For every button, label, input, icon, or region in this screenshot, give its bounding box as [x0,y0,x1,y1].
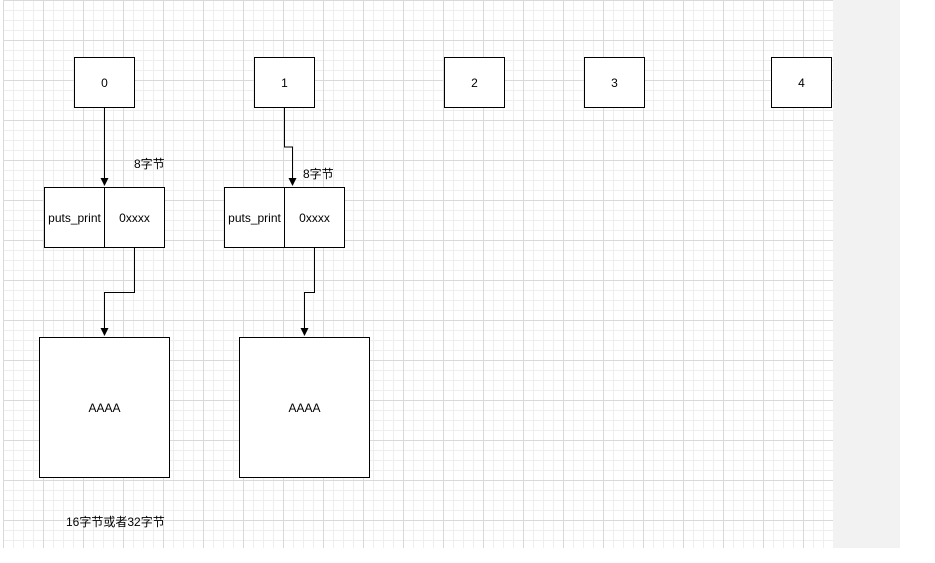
chunk0-func-cell: puts_print [48,210,101,225]
chunk1-struct[interactable]: puts_print 0xxxx [224,187,345,248]
index-box-label: 4 [798,75,805,90]
chunk0-struct[interactable]: puts_print 0xxxx [44,187,165,248]
chunk1-func-cell: puts_print [228,210,281,225]
chunk0-data-text: AAAA [88,400,121,415]
index-box-label: 1 [281,75,288,90]
chunk0-ptr-cell: 0xxxx [104,188,164,247]
chunk1-data-box[interactable]: AAAA [239,337,370,478]
chunk1-data-text: AAAA [288,400,321,415]
index-box-2[interactable]: 2 [444,57,505,108]
index-box-1[interactable]: 1 [254,57,315,108]
chunk0-data-box[interactable]: AAAA [39,337,170,478]
chunk1-ptr-cell: 0xxxx [284,188,344,247]
index-box-label: 0 [101,75,108,90]
index-box-label: 2 [471,75,478,90]
index-box-label: 3 [611,75,618,90]
canvas-margin [833,0,900,548]
index-box-3[interactable]: 3 [584,57,645,108]
chunk1-size-label: 8字节 [303,167,334,181]
index-box-4[interactable]: 4 [771,57,832,108]
chunk0-size-label: 8字节 [134,157,165,171]
bottom-size-label: 16字节或者32字节 [66,515,165,529]
index-box-0[interactable]: 0 [74,57,135,108]
